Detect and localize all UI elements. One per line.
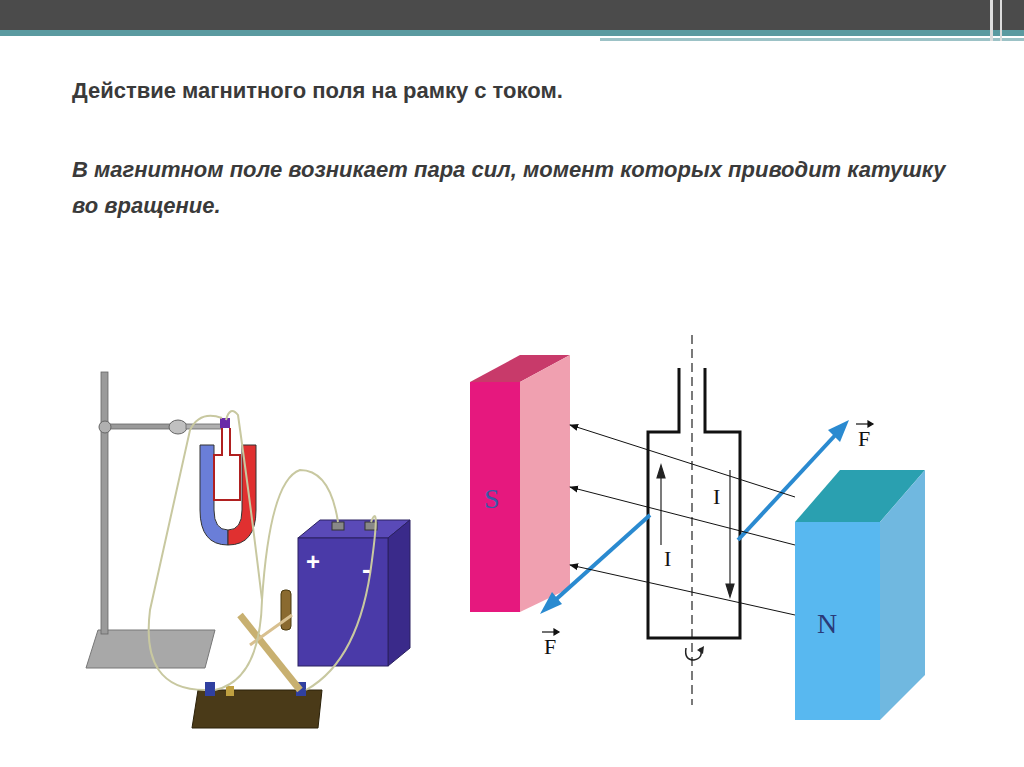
- slide-title: Действие магнитного поля на рамку с токо…: [72, 78, 563, 104]
- magnet-pole: S: [470, 355, 570, 612]
- slide-subtitle: В магнитном поле возникает пара сил, мом…: [72, 152, 972, 224]
- current-label: I: [713, 486, 720, 508]
- top-bar-edge: [990, 0, 993, 41]
- battery: [298, 520, 410, 666]
- rotation-axis: [691, 335, 692, 705]
- node-text: -: [362, 556, 371, 582]
- current-label: I: [664, 548, 671, 570]
- top-stripe: [600, 38, 1024, 41]
- s-magnet: [470, 355, 570, 612]
- current-frame: [648, 368, 740, 638]
- force-arrow: [540, 420, 849, 614]
- switch: [192, 590, 322, 728]
- top-bar: [0, 0, 1024, 30]
- u-magnet: [200, 445, 256, 545]
- node-text: S: [484, 485, 500, 513]
- rotation-symbol: [697, 646, 704, 654]
- battery: +-: [298, 520, 410, 666]
- force-label: F: [858, 428, 870, 450]
- field-line: [570, 487, 795, 545]
- field-line: [570, 425, 795, 497]
- node-text: +: [306, 550, 320, 574]
- vector-sign: [542, 421, 873, 635]
- wire: [149, 411, 376, 690]
- force-label: F: [544, 636, 556, 658]
- current-arrow: [657, 465, 734, 597]
- n-magnet: [795, 470, 925, 720]
- hanging-frame: [214, 418, 240, 500]
- magnet-pole: N: [795, 470, 925, 720]
- field-line: [570, 565, 795, 615]
- node-text: N: [817, 610, 837, 638]
- top-stripe: [0, 30, 1024, 36]
- top-bar-edge: [1000, 0, 1002, 41]
